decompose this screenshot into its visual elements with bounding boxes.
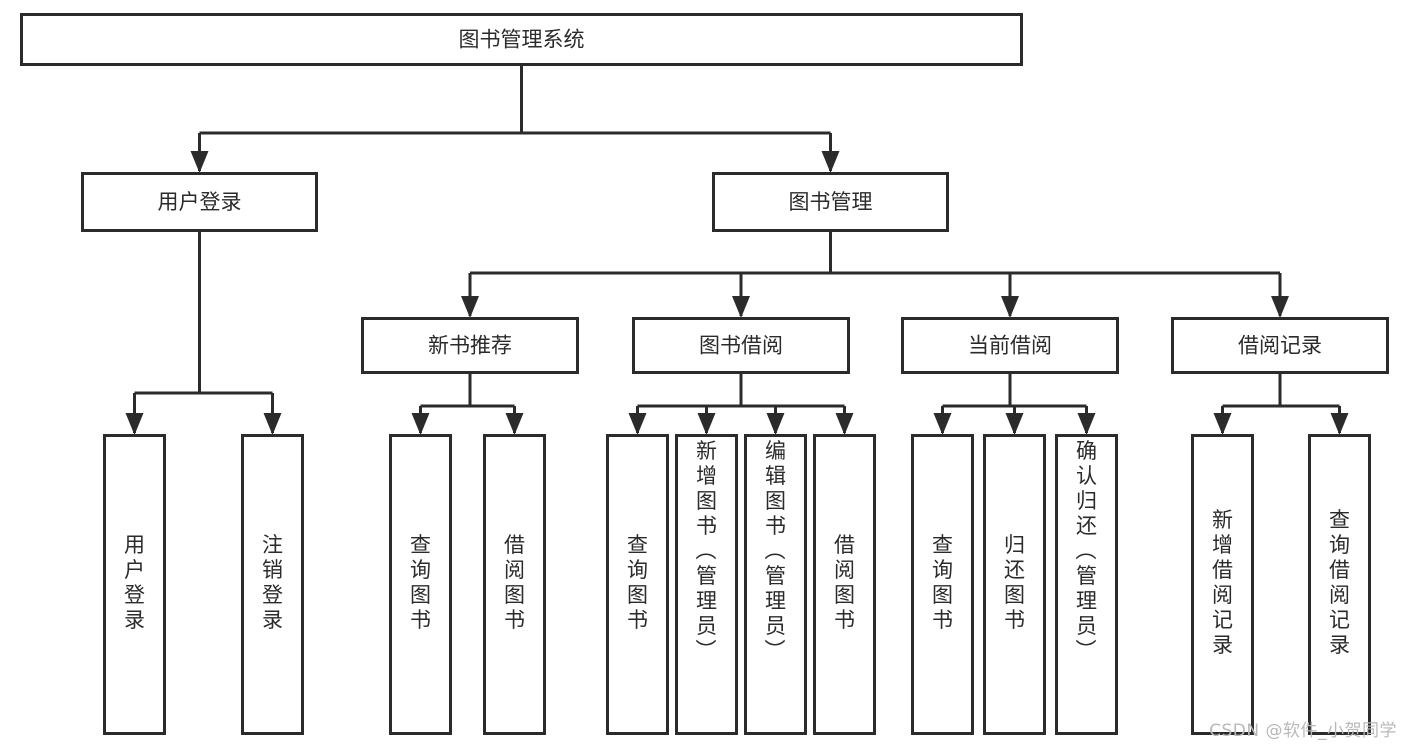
node-leaf-5-rect (675, 434, 738, 735)
node-leaf-10-label: 确认归还（管理员） (1076, 439, 1098, 663)
node-leaf-3-rect (483, 434, 546, 735)
node-l2-1-rect (712, 172, 949, 232)
node-l3-3[interactable]: 借阅记录 (1171, 317, 1389, 374)
conn-root-arrow-0 (190, 151, 209, 173)
node-leaf-0[interactable]: 用户登录 (103, 434, 166, 735)
node-leaf-12-rect (1308, 434, 1371, 735)
node-l3-2[interactable]: 当前借阅 (901, 317, 1119, 374)
node-leaf-0-label: 用户登录 (124, 533, 145, 632)
node-leaf-6-rect (744, 434, 807, 735)
node-leaf-11-label: 新增借阅记录 (1212, 508, 1233, 657)
node-l3-2-label: 当前借阅 (968, 334, 1052, 358)
node-leaf-6[interactable]: 编辑图书（管理员） (744, 434, 807, 735)
node-leaf-2[interactable]: 查询图书 (389, 434, 452, 735)
node-l3-1-rect (632, 317, 850, 374)
connector-layer (125, 66, 1349, 435)
node-leaf-8-label: 查询图书 (932, 533, 953, 632)
conn-userlogin-arrow-0 (125, 413, 144, 435)
conn-userlogin-arrow-1 (263, 413, 282, 435)
node-l2-1[interactable]: 图书管理 (712, 172, 949, 232)
node-l3-3-label: 借阅记录 (1238, 334, 1322, 358)
node-l3-3-rect (1171, 317, 1389, 374)
node-leaf-8[interactable]: 查询图书 (911, 434, 974, 735)
node-leaf-7-label: 借阅图书 (834, 533, 855, 632)
node-leaf-7[interactable]: 借阅图书 (813, 434, 876, 735)
node-l2-1-label: 图书管理 (789, 190, 873, 214)
conn-l3-1-arrow-2 (766, 413, 785, 435)
node-leaf-1[interactable]: 注销登录 (241, 434, 304, 735)
node-l3-0-label: 新书推荐 (428, 334, 512, 358)
node-leaf-11[interactable]: 新增借阅记录 (1191, 434, 1254, 735)
conn-l3-2-arrow-2 (1077, 413, 1096, 435)
node-leaf-4-label: 查询图书 (627, 533, 648, 632)
node-leaf-5-label: 新增图书（管理员） (696, 439, 718, 663)
node-leaf-1-rect (241, 434, 304, 735)
conn-l3-1-arrow-3 (835, 413, 854, 435)
node-leaf-0-rect (103, 434, 166, 735)
node-leaf-5[interactable]: 新增图书（管理员） (675, 434, 738, 735)
conn-l3-3-arrow-1 (1330, 413, 1349, 435)
node-leaf-11-rect (1191, 434, 1254, 735)
node-leaf-2-rect (389, 434, 452, 735)
conn-l3-1-arrow-0 (628, 413, 647, 435)
node-l3-1-label: 图书借阅 (699, 334, 783, 358)
node-root[interactable]: 图书管理系统 (20, 13, 1023, 66)
conn-l3-1-arrow-1 (697, 413, 716, 435)
node-l3-2-rect (901, 317, 1119, 374)
conn-bookmgmt-arrow-3 (1271, 296, 1289, 318)
conn-bookmgmt-arrow-2 (1001, 296, 1019, 318)
csdn-watermark: CSDN @软件_小贺同学 (1209, 721, 1397, 741)
conn-l3-0-arrow-0 (411, 413, 430, 435)
conn-l3-3-arrow-0 (1213, 413, 1232, 435)
node-leaf-12-label: 查询借阅记录 (1329, 508, 1350, 657)
node-leaf-8-rect (911, 434, 974, 735)
node-l2-0-label: 用户登录 (158, 190, 242, 214)
node-l3-0-rect (361, 317, 579, 374)
node-leaf-1-label: 注销登录 (262, 533, 283, 632)
node-leaf-10-rect (1055, 434, 1118, 735)
node-l2-0[interactable]: 用户登录 (81, 172, 318, 232)
node-leaf-9-rect (983, 434, 1046, 735)
node-l2-0-rect (81, 172, 318, 232)
node-leaf-3-label: 借阅图书 (504, 533, 525, 632)
node-leaf-4-rect (606, 434, 669, 735)
node-leaf-10[interactable]: 确认归还（管理员） (1055, 434, 1118, 735)
node-leaf-7-rect (813, 434, 876, 735)
node-leaf-3[interactable]: 借阅图书 (483, 434, 546, 735)
conn-l3-2-arrow-1 (1005, 413, 1024, 435)
node-leaf-12[interactable]: 查询借阅记录 (1308, 434, 1371, 735)
node-l3-0[interactable]: 新书推荐 (361, 317, 579, 374)
conn-bookmgmt-arrow-0 (461, 296, 479, 318)
conn-bookmgmt-arrow-1 (732, 296, 750, 318)
node-root-rect (20, 13, 1023, 66)
node-leaf-6-label: 编辑图书（管理员） (765, 439, 787, 663)
node-l3-1[interactable]: 图书借阅 (632, 317, 850, 374)
node-leaf-9[interactable]: 归还图书 (983, 434, 1046, 735)
node-root-label: 图书管理系统 (459, 28, 585, 52)
node-leaf-9-label: 归还图书 (1004, 533, 1025, 632)
node-layer: 图书管理系统用户登录图书管理新书推荐图书借阅当前借阅借阅记录用户登录注销登录查询… (20, 13, 1389, 735)
conn-root-arrow-1 (821, 151, 840, 173)
conn-l3-0-arrow-1 (505, 413, 524, 435)
node-leaf-4[interactable]: 查询图书 (606, 434, 669, 735)
node-leaf-2-label: 查询图书 (410, 533, 431, 632)
conn-l3-2-arrow-0 (933, 413, 952, 435)
